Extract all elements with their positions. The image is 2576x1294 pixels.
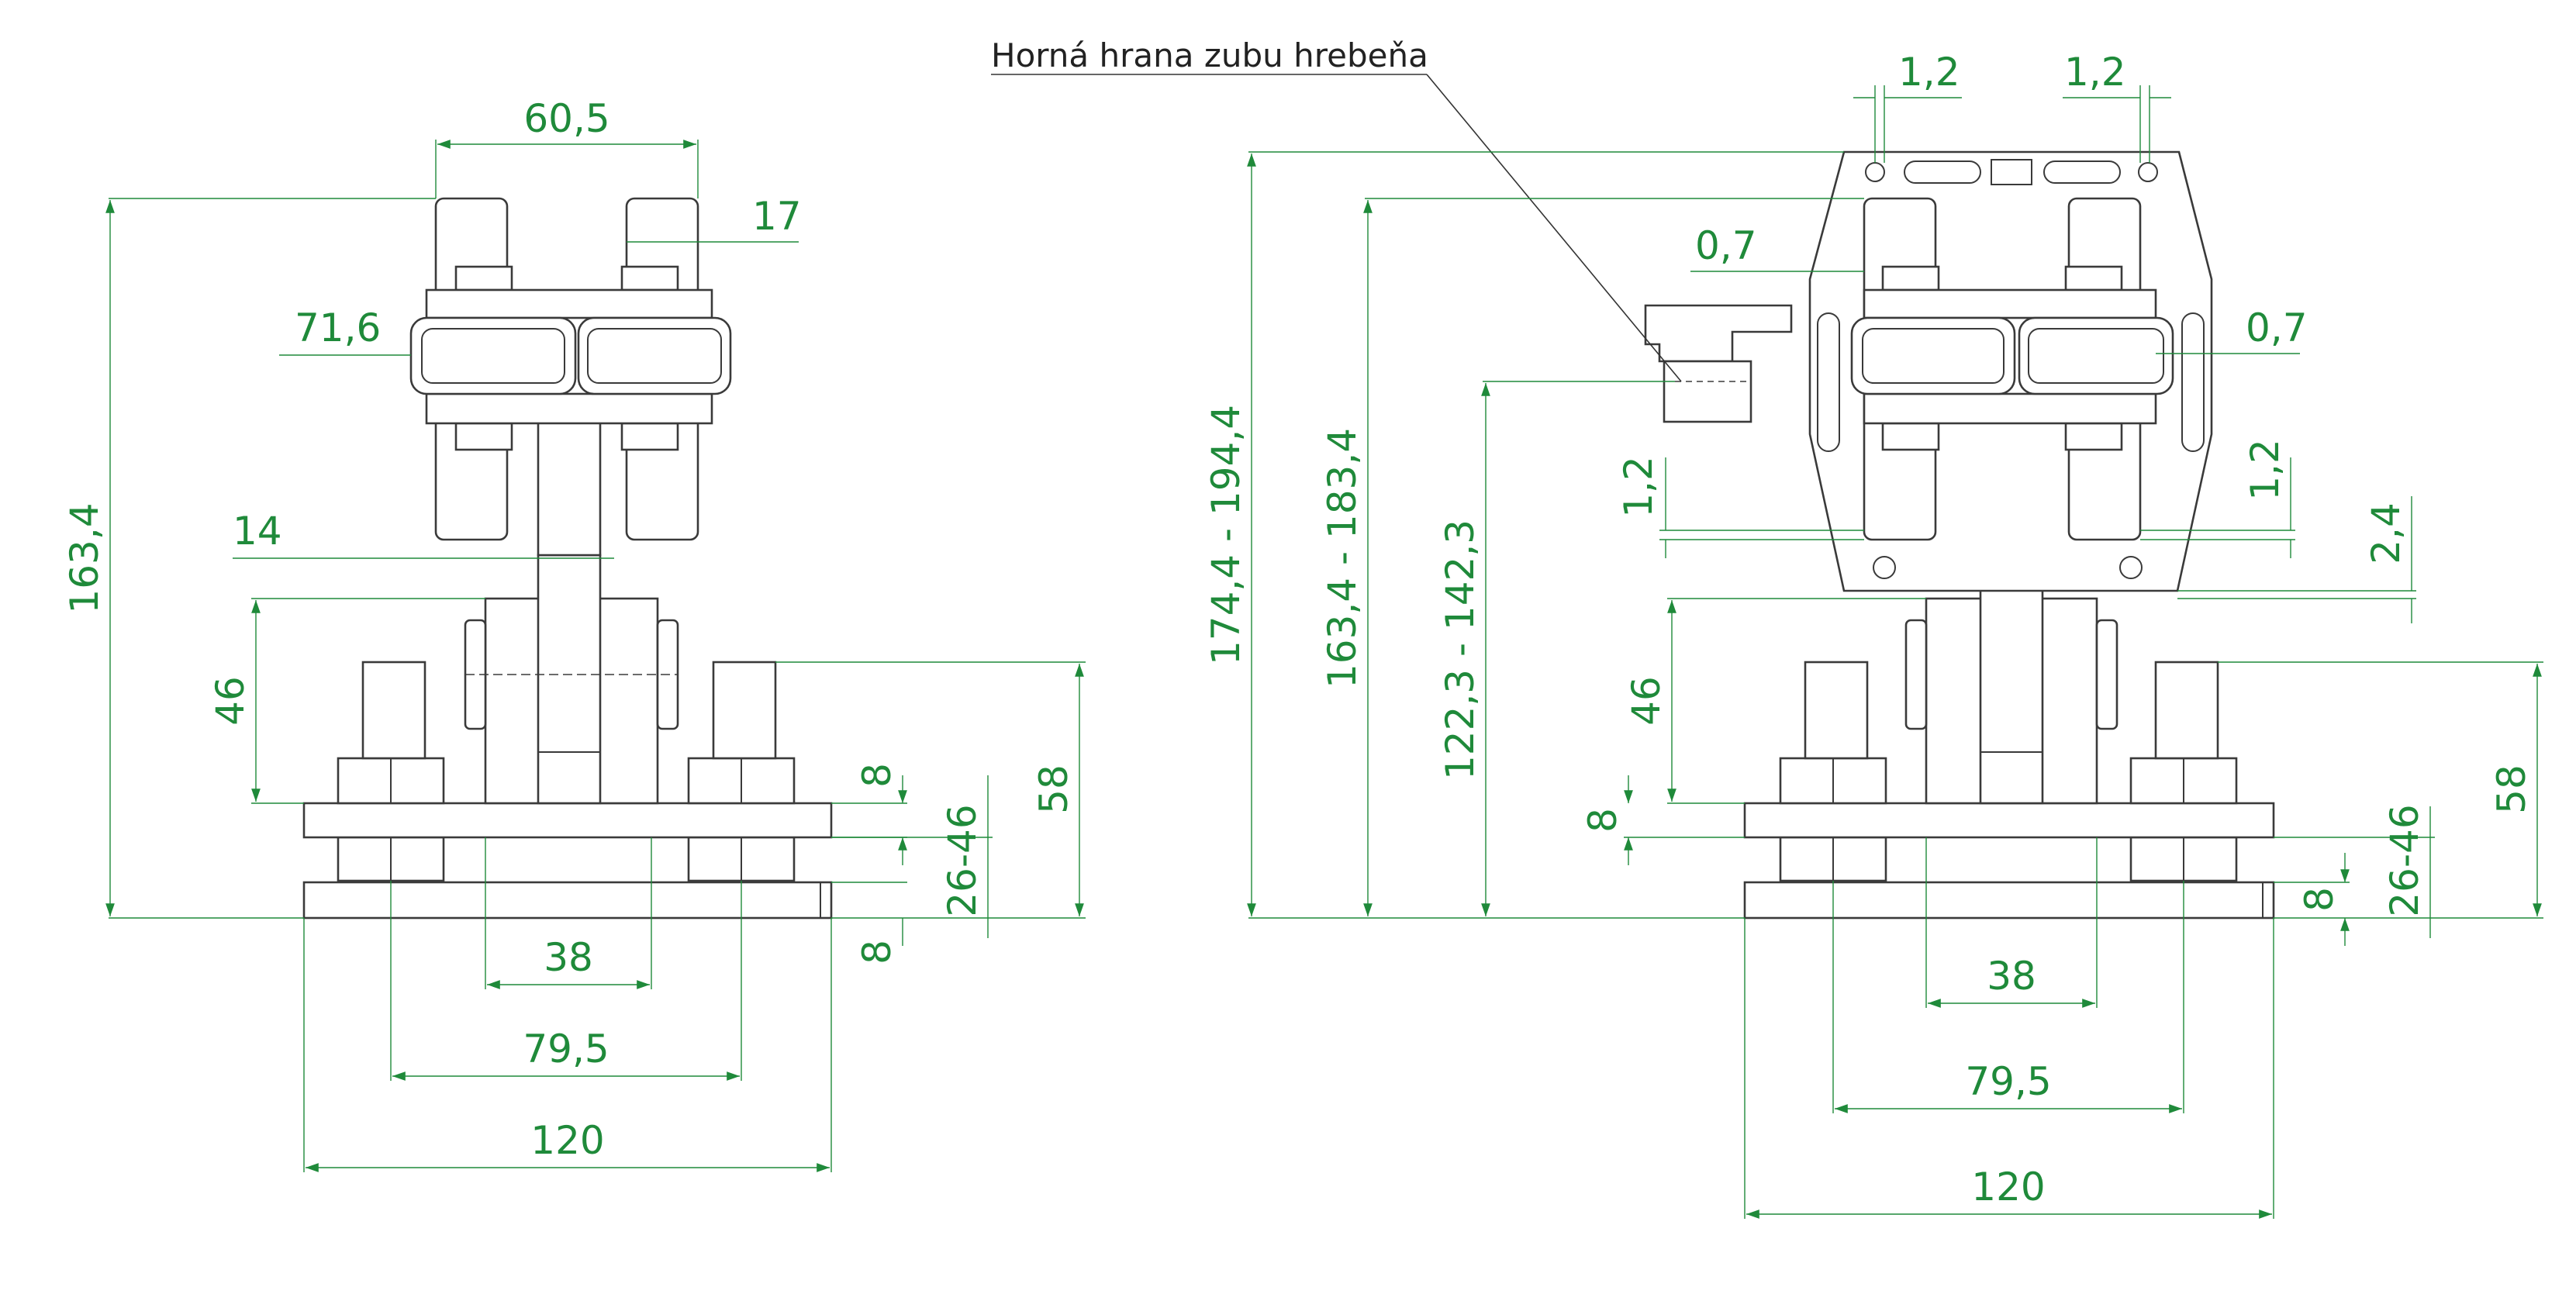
dim-clear-left: 1,2 bbox=[1898, 50, 1960, 95]
dim-side-right: 0,7 bbox=[2246, 305, 2308, 350]
stud-left bbox=[361, 661, 426, 760]
dim-plate-right: 8 bbox=[2297, 887, 2342, 912]
stud-right-r bbox=[2154, 661, 2219, 760]
rack-tooth bbox=[1663, 360, 1752, 423]
dim-gap: 26-46 bbox=[940, 804, 985, 916]
rack-profile bbox=[1644, 304, 1793, 363]
right-dimensions: 1,2 1,2 0,7 0,7 174,4 - 194,4 163,4 - 18… bbox=[1203, 50, 2543, 1219]
annotation-text: Horná hrana zubu hrebeňa bbox=[991, 36, 1428, 74]
column bbox=[537, 554, 602, 805]
rack-annotation: Horná hrana zubu hrebeňa bbox=[991, 36, 1682, 382]
dim-top-width: 60,5 bbox=[523, 96, 609, 141]
carriage-top bbox=[425, 288, 713, 319]
right-assembly-outline bbox=[1644, 150, 2275, 920]
clamp-left-r bbox=[1904, 619, 1928, 730]
dim-stud-height: 58 bbox=[1031, 764, 1076, 814]
shaft bbox=[537, 417, 602, 557]
dim-height-a: 174,4 - 194,4 bbox=[1203, 405, 1248, 665]
roller-nut-2 bbox=[620, 265, 679, 292]
carriage-top-r bbox=[1863, 288, 2157, 319]
wheel-left bbox=[409, 316, 577, 395]
column-r bbox=[1979, 554, 2044, 805]
carriage-bottom bbox=[425, 392, 713, 425]
dim-bolt-span-r: 79,5 bbox=[1965, 1059, 2051, 1104]
base-plate-r bbox=[1743, 881, 2275, 920]
dim-stud-height-r: 58 bbox=[2489, 764, 2534, 814]
roller-nut-1 bbox=[454, 265, 513, 292]
dim-clear-right: 1,2 bbox=[2064, 50, 2126, 95]
wheel-left-r bbox=[1850, 316, 2016, 395]
dim-bolt-span: 79,5 bbox=[523, 1027, 609, 1071]
top-plate-r bbox=[1743, 802, 2275, 839]
roller-nut-4 bbox=[620, 422, 679, 451]
wheel-right bbox=[577, 316, 732, 395]
dim-shaft: 14 bbox=[233, 509, 282, 554]
wheel-right-r bbox=[2018, 316, 2174, 395]
dim-inner-width: 38 bbox=[544, 935, 593, 980]
left-dimensions: 60,5 17 71,6 14 163,4 46 8 8 bbox=[62, 96, 1086, 1172]
roller-nut-2-r bbox=[2064, 265, 2123, 292]
dim-roller-width: 17 bbox=[752, 194, 802, 239]
dim-height-c: 122,3 - 142,3 bbox=[1438, 519, 1483, 780]
dim-upper-height-right: 46 bbox=[1624, 676, 1669, 726]
top-plate bbox=[302, 802, 833, 839]
dim-inner-width-r: 38 bbox=[1987, 954, 2036, 999]
roller-nut-1-r bbox=[1881, 265, 1940, 292]
dim-gap-right: 1,2 bbox=[2243, 439, 2288, 501]
carriage-bottom-r bbox=[1863, 392, 2157, 425]
dim-wheel-span: 71,6 bbox=[295, 305, 381, 350]
clamp-right-r bbox=[2095, 619, 2118, 730]
roller-nut-3-r bbox=[1881, 422, 1940, 451]
left-assembly-outline bbox=[302, 197, 833, 920]
dim-upper-height-left: 46 bbox=[208, 676, 253, 726]
dim-plate-top: 8 bbox=[855, 763, 900, 788]
base-plate bbox=[302, 881, 833, 920]
dim-frame-offset: 2,4 bbox=[2364, 502, 2409, 564]
left-view: 60,5 17 71,6 14 163,4 46 8 8 bbox=[62, 96, 1086, 1172]
dim-total-height: 163,4 bbox=[62, 502, 107, 613]
dim-plate-left: 8 bbox=[1580, 808, 1625, 833]
roller-nut-4-r bbox=[2064, 422, 2123, 451]
stud-left-r bbox=[1804, 661, 1869, 760]
dim-base-width-r: 120 bbox=[1971, 1165, 2045, 1209]
dim-base-width: 120 bbox=[530, 1118, 604, 1163]
right-view: Horná hrana zubu hrebeňa 1,2 1,2 0,7 0,7 bbox=[991, 36, 2543, 1219]
roller-nut-3 bbox=[454, 422, 513, 451]
dim-gap-left: 1,2 bbox=[1616, 456, 1661, 518]
stud-right bbox=[712, 661, 777, 760]
dim-side-left: 0,7 bbox=[1695, 223, 1757, 268]
dim-plate-bottom: 8 bbox=[855, 940, 900, 964]
dim-gap-r: 26-46 bbox=[2382, 804, 2427, 916]
dim-height-b: 163,4 - 183,4 bbox=[1320, 428, 1365, 688]
